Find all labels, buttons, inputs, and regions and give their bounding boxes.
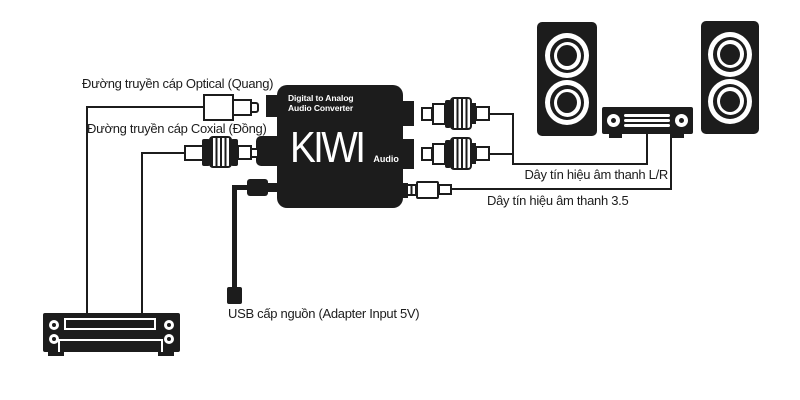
source-device-knob [49,334,59,344]
speaker-left-driver-top [545,33,589,78]
speaker-right [701,21,759,134]
rca-bottom-barrel [432,143,446,165]
source-device-knob [49,320,59,330]
brand-name: KIWI [290,123,366,172]
coaxial-cable-line-horizontal [141,152,187,154]
rca-top-barrel [432,103,446,125]
speaker-left-driver-bottom [545,80,589,125]
amplifier-knob-right [675,114,688,127]
usb-plug [247,179,268,196]
brand-suffix: Audio [373,154,399,164]
amplifier-vent [624,112,670,129]
coaxial-connector-grip [209,136,232,168]
source-device-knob [164,320,174,330]
audio-35-cable-label: Dây tín hiệu âm thanh 3.5 [487,193,629,208]
lr-cable-line-vertical-left [512,113,514,165]
optical-input-port [266,95,278,117]
usb-cord-vertical [232,185,237,289]
rca-top-collar [445,100,451,128]
usb-connector-end [227,287,242,304]
source-device-knob [164,334,174,344]
rca-right-cable-line [489,153,514,155]
source-device-display-slot [64,318,156,330]
rca-bottom-ring [471,143,476,164]
amplifier-knob-left [607,114,620,127]
usb-plug-tip [267,183,278,192]
coaxial-connector-ring [231,139,238,166]
optical-cable-label: Đường truyền cáp Optical (Quang) [82,76,274,91]
optical-connector-body [203,94,234,121]
lr-cable-line-vertical-right [646,132,648,165]
rca-output-port-bottom [401,139,414,169]
lr-cable-line-horizontal [512,163,648,165]
rca-bottom-tail [475,146,490,161]
jack35-body [416,181,439,199]
rca-top-grip [450,97,472,130]
source-device-foot-right [158,352,174,356]
source-device-tray [58,339,163,352]
rca-bottom-grip [450,137,472,170]
optical-cable-line-vertical [86,106,88,313]
converter-title-line2: Audio Converter [288,102,354,113]
jack35-cable-line-vertical [670,134,672,190]
amplifier-foot-left [609,134,622,138]
coaxial-cable-line-vertical [141,152,143,313]
rca-output-port-top [401,101,414,126]
optical-connector-tip [250,102,259,113]
converter-box: Digital to Analog Audio Converter KIWI A… [277,85,403,208]
speaker-right-driver-bottom [708,78,752,124]
coaxial-connector-pin [250,148,259,158]
coaxial-cable-label: Đường truyền cáp Coxial (Đồng) [87,121,267,136]
source-device [43,313,180,352]
coaxial-connector-collar [202,139,210,166]
audio-lr-cable-label: Dây tín hiệu âm thanh L/R [524,167,668,182]
usb-power-label: USB cấp nguồn (Adapter Input 5V) [228,306,420,321]
coaxial-input-port [256,136,278,166]
rca-top-ring [471,103,476,124]
usb-cord-horizontal [232,185,249,190]
speaker-right-driver-top [708,31,752,77]
rca-left-cable-line [489,113,514,115]
amplifier [602,107,693,134]
converter-title-line1: Digital to Analog [288,93,354,103]
jack35-tail [438,184,452,195]
rca-bottom-collar [445,140,451,168]
converter-brand: KIWI Audio [290,123,399,173]
converter-title: Digital to Analog Audio Converter [288,93,354,113]
jack35-cable-line-horizontal [451,188,672,190]
speaker-left [537,22,597,136]
amplifier-foot-right [671,134,684,138]
optical-connector-neck [232,99,252,116]
optical-cable-line-horizontal [86,106,203,108]
source-device-foot-left [48,352,64,356]
rca-top-tail [475,106,490,121]
